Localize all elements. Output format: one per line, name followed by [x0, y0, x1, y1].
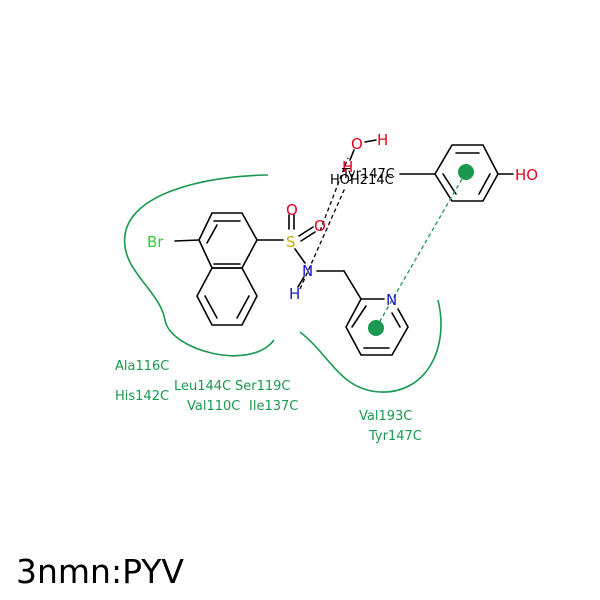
s-o-double-bond-2 — [298, 226, 314, 237]
sulfonyl-oxygen-label-2: O — [314, 217, 326, 235]
tyrosine-phenol-ring — [399, 144, 514, 202]
s-n-bond — [294, 248, 306, 264]
pi-centroid-pyridine — [368, 320, 384, 336]
residue-label-leu144: Leu144C — [174, 379, 231, 394]
pyridine-ring — [345, 298, 409, 356]
pi-stacking-line — [375, 171, 467, 329]
hbond-amide-h-water — [299, 187, 346, 290]
tyrosine-hydroxyl-label: HO — [515, 166, 538, 184]
pi-centroid-tyrosine — [458, 164, 474, 180]
bromine-atom-label: Br — [147, 233, 164, 251]
residue-label-val110: Val110C — [187, 399, 240, 414]
water-hydrogen-label-1: H — [377, 131, 388, 149]
residue-label-hoh214: HOH214C — [330, 173, 394, 188]
residue-label-ala116: Ala116C — [115, 359, 169, 374]
s-o-double-bond-2b — [300, 231, 316, 242]
n-h-bond — [297, 276, 305, 288]
diagram-caption: 3nmn:PYV — [16, 552, 184, 591]
water-oh-bond-2 — [349, 149, 355, 161]
hydrophobic-contact-arc-bottom — [299, 299, 442, 393]
hydrophobic-contact-arc-left — [123, 174, 275, 357]
residue-label-ser119: Ser119C — [235, 379, 291, 394]
sulfonyl-oxygen-label-1: O — [286, 201, 298, 219]
amide-nitrogen-label: N — [302, 262, 313, 280]
residue-label-tyr147-bottom: Tyr147C — [368, 429, 422, 444]
sulfur-atom-label: S — [286, 233, 296, 251]
pyridine-nitrogen-label: N — [386, 291, 397, 309]
residue-label-val193: Val193C — [359, 409, 412, 424]
residue-label-ile137: Ile137C — [249, 399, 298, 414]
amide-hydrogen-label: H — [289, 285, 300, 303]
naphthalene-ring — [196, 212, 258, 326]
water-oxygen-label: O — [351, 135, 363, 153]
water-hydrogen-label-2: H — [342, 158, 353, 176]
residue-label-tyr147-top: Tyr147C — [341, 167, 395, 182]
ch2-pyridine-bond — [343, 270, 362, 300]
water-oh-bond-1 — [364, 139, 377, 143]
residue-label-his142: His142C — [115, 389, 169, 404]
br-bond — [174, 239, 200, 242]
hbond-sulfonyl-o-water — [319, 157, 349, 232]
